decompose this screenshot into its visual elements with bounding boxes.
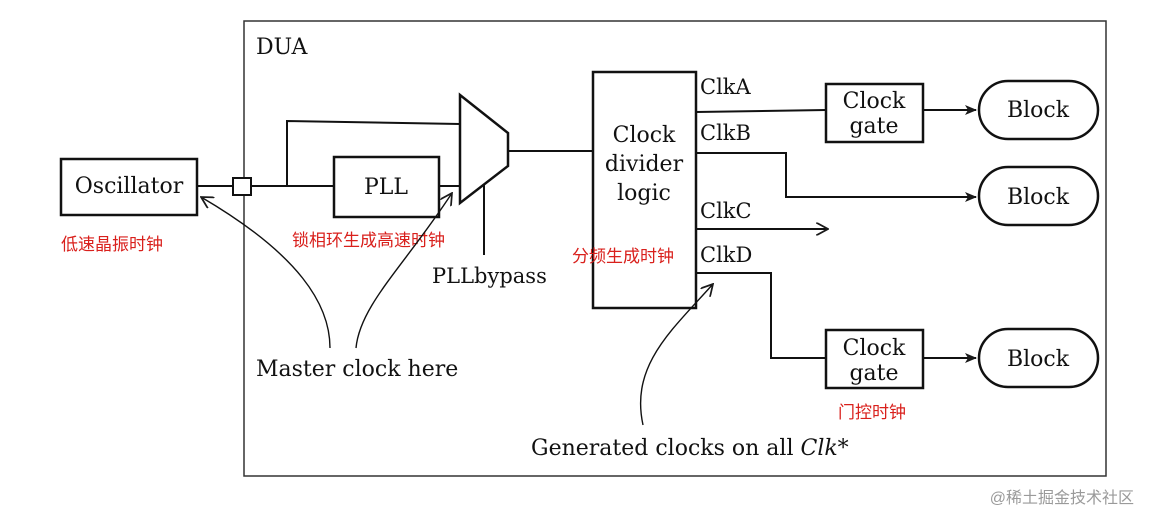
clock-gate-top	[824, 82, 925, 144]
dua-frame	[243, 20, 1107, 477]
divider-note: 分频生成时钟	[572, 247, 674, 266]
clkb-wire	[696, 152, 977, 202]
generated-clocks-pointer	[639, 284, 713, 426]
gate-top-label-line1: Clock	[843, 89, 906, 114]
generated-clocks-label: Generated clocks on all Clk*	[531, 436, 849, 461]
gate-bottom-label-line1: Clock	[843, 336, 906, 361]
oscillator-box	[59, 157, 199, 217]
gate-bottom-label-line2: gate	[849, 361, 898, 386]
clkc-label: ClkC	[700, 199, 752, 223]
block-1	[977, 79, 1100, 141]
divider-label-line3: logic	[617, 181, 671, 206]
divider-label-line1: Clock	[613, 123, 676, 148]
generated-clocks-italic: Clk*	[800, 436, 848, 461]
watermark: @稀土掘金技术社区	[990, 489, 1134, 507]
pll-label: PLL	[364, 175, 408, 200]
generated-clocks-text: Generated clocks on all	[531, 436, 800, 461]
master-clock-pointer-pll	[355, 193, 452, 349]
gate-note: 门控时钟	[838, 403, 906, 422]
block-3-label: Block	[1007, 347, 1070, 372]
pll-bypass-label: PLLbypass	[432, 264, 547, 288]
gate-top-label-line2: gate	[849, 114, 898, 139]
pll-box	[332, 155, 441, 219]
clock-gate-bottom	[824, 328, 925, 390]
master-clock-pointer-osc	[201, 197, 331, 349]
clock-divider-box	[591, 70, 698, 310]
dua-label: DUA	[256, 35, 309, 60]
clkb-label: ClkB	[700, 121, 751, 145]
block-2-label: Block	[1007, 185, 1070, 210]
clock-input-pad	[232, 177, 252, 196]
clkd-label: ClkD	[700, 243, 752, 267]
pll-note: 锁相环生成高速时钟	[292, 231, 445, 250]
block-1-label: Block	[1007, 98, 1070, 123]
oscillator-note: 低速晶振时钟	[61, 235, 163, 254]
clkd-wire	[696, 272, 826, 359]
master-clock-label: Master clock here	[256, 357, 458, 382]
oscillator-label: Oscillator	[75, 174, 184, 199]
bypass-wire	[286, 119, 461, 186]
clka-label: ClkA	[700, 75, 752, 99]
block-2	[977, 165, 1100, 227]
block-3	[977, 327, 1100, 389]
clock-mux	[458, 92, 510, 206]
divider-label-line2: divider	[605, 152, 684, 177]
clka-wire	[695, 109, 827, 113]
